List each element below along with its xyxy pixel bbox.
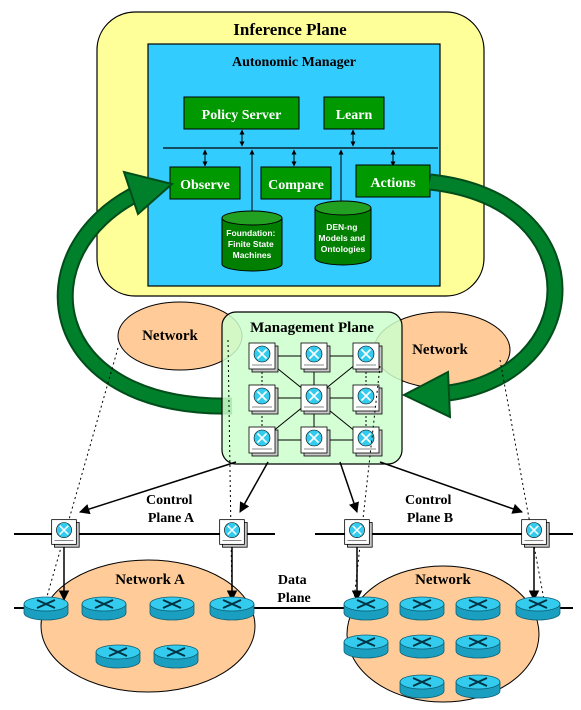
network-left-label: Network bbox=[142, 328, 198, 344]
switch-icon bbox=[352, 384, 383, 415]
inference-plane-title: Inference Plane bbox=[233, 20, 347, 39]
foundation-line-2: Finite State bbox=[228, 239, 274, 249]
manager-connectors bbox=[202, 129, 396, 218]
network-a-ellipse bbox=[40, 559, 256, 693]
autonomic-manager-title: Autonomic Manager bbox=[232, 55, 356, 70]
router-icon bbox=[343, 634, 389, 659]
control-switches bbox=[51, 519, 550, 548]
switch-icon bbox=[248, 426, 279, 457]
actions-label: Actions bbox=[370, 176, 416, 191]
router-icon bbox=[399, 596, 445, 621]
foundation-line-1: Foundation: bbox=[226, 228, 275, 238]
switch-icon bbox=[352, 426, 383, 457]
network-a-label: Network A bbox=[115, 572, 185, 588]
control-plane-b-line-1: Control bbox=[405, 493, 452, 508]
switch-icon bbox=[300, 384, 331, 415]
svg-text:DEN-ng Models and: DEN-ng Models and Ontologies bbox=[318, 222, 367, 254]
den-ng-line-2: Models and bbox=[318, 233, 365, 243]
control-plane-a-line-1: Control bbox=[146, 493, 193, 508]
svg-text:Control Plane B: Control Plane B bbox=[405, 493, 455, 526]
router-icon bbox=[455, 634, 501, 659]
switch-icon bbox=[344, 519, 373, 548]
mgmt-to-control-arrows bbox=[79, 461, 523, 515]
router-icon bbox=[153, 644, 199, 669]
router-icon bbox=[23, 596, 69, 621]
control-to-data-arrows bbox=[58, 546, 540, 602]
observe-label: Observe bbox=[180, 178, 230, 193]
network-b-label: Network bbox=[415, 572, 471, 588]
learn-box: Learn bbox=[323, 96, 385, 130]
data-plane-line-1: Data bbox=[278, 573, 307, 588]
router-icon bbox=[455, 674, 501, 699]
compare-label: Compare bbox=[268, 178, 324, 193]
policy-server-label: Policy Server bbox=[202, 108, 282, 123]
cycle-arrow-icon bbox=[56, 170, 564, 419]
den-ng-line-3: Ontologies bbox=[321, 244, 366, 254]
switch-icon bbox=[521, 519, 550, 548]
router-icon bbox=[399, 634, 445, 659]
foundation-line-3: Machines bbox=[233, 250, 272, 260]
policy-server-box: Policy Server bbox=[183, 96, 300, 130]
observe-box: Observe bbox=[169, 166, 241, 200]
data-routers bbox=[23, 596, 561, 699]
router-icon bbox=[343, 596, 389, 621]
router-icon bbox=[95, 644, 141, 669]
management-switches bbox=[248, 342, 383, 457]
router-icon bbox=[149, 596, 195, 621]
svg-text:Control Plane A: Control Plane A bbox=[146, 493, 196, 526]
control-plane-a-line-2: Plane A bbox=[148, 511, 195, 526]
router-icon bbox=[209, 596, 255, 621]
switch-icon bbox=[248, 384, 279, 415]
switch-icon bbox=[219, 519, 248, 548]
actions-box: Actions bbox=[355, 164, 431, 198]
router-icon bbox=[455, 596, 501, 621]
svg-text:Foundation: Finite State: Foundation: Finite State Machines bbox=[226, 228, 277, 260]
switch-icon bbox=[51, 519, 80, 548]
den-ng-database-icon: DEN-ng Models and Ontologies bbox=[314, 200, 372, 266]
foundation-database-icon: Foundation: Finite State Machines bbox=[221, 210, 283, 272]
control-plane-b-line-2: Plane B bbox=[407, 511, 453, 526]
router-icon bbox=[81, 596, 127, 621]
switch-icon bbox=[248, 342, 279, 373]
switch-icon bbox=[352, 342, 383, 373]
management-plane-title: Management Plane bbox=[250, 320, 374, 336]
svg-text:Data Plane: Data Plane bbox=[277, 573, 310, 606]
den-ng-line-1: DEN-ng bbox=[326, 222, 357, 232]
network-right-label: Network bbox=[412, 342, 468, 358]
learn-label: Learn bbox=[336, 108, 373, 123]
router-icon bbox=[515, 596, 561, 621]
router-icon bbox=[399, 674, 445, 699]
switch-icon bbox=[300, 426, 331, 457]
data-plane-line-2: Plane bbox=[277, 591, 310, 606]
compare-box: Compare bbox=[260, 166, 332, 200]
switch-icon bbox=[300, 342, 331, 373]
